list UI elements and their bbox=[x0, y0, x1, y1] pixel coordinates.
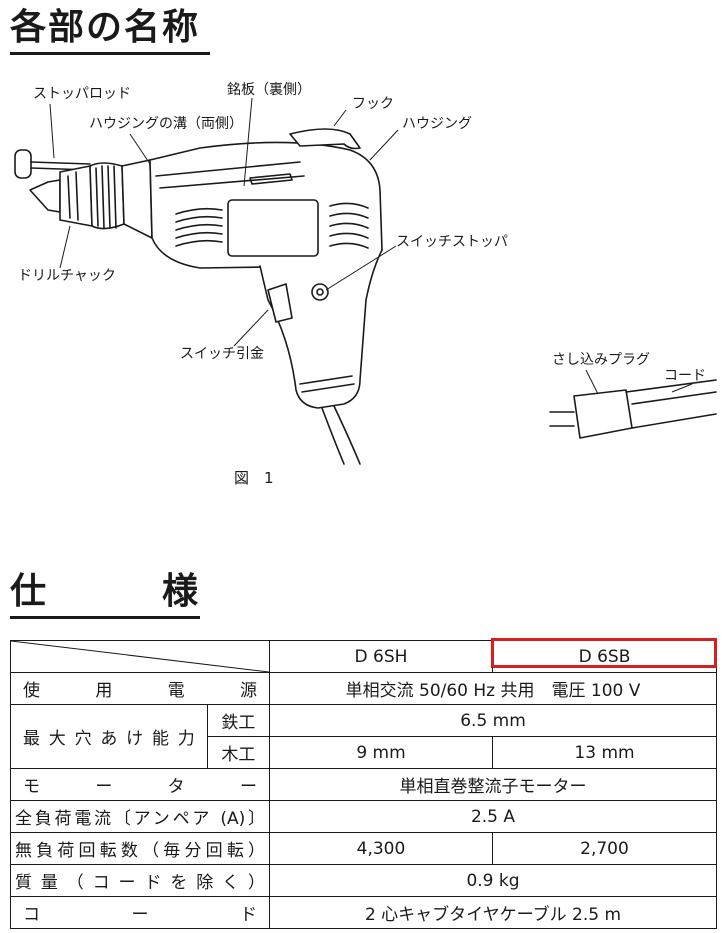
value-steel: 6.5 mm bbox=[269, 704, 717, 737]
section-title-names: 各部の名称 bbox=[10, 6, 210, 55]
value-power: 単相交流 50/60 Hz 共用 電圧 100 V bbox=[269, 672, 717, 705]
row-label-current: 全負荷電流〔アンペア (A)〕 bbox=[10, 800, 270, 833]
value-wood: 9 mm bbox=[269, 736, 493, 769]
row-label-motor: モーター bbox=[10, 768, 270, 801]
table-row: コード 2 心キャブタイヤケーブル 2.5 m bbox=[10, 896, 717, 929]
label-drill-chuck: ドリルチャック bbox=[18, 268, 116, 284]
value-wood: 13 mm bbox=[491, 736, 718, 769]
section-title-specs: 仕 様 bbox=[10, 570, 200, 619]
highlight-box bbox=[491, 638, 717, 668]
value-speed: 2,700 bbox=[491, 832, 718, 865]
value-speed: 4,300 bbox=[269, 832, 493, 865]
value-motor: 単相直巻整流子モーター bbox=[269, 768, 717, 801]
sub-label-steel: 鉄工 bbox=[206, 704, 271, 737]
label-housing-groove: ハウジングの溝（両側） bbox=[89, 116, 243, 132]
spec-table: D 6SH D 6SB 使用電源 単相交流 50/60 Hz 共用 電圧 100… bbox=[10, 640, 718, 929]
label-housing: ハウジング bbox=[402, 116, 472, 132]
table-row: 全負荷電流〔アンペア (A)〕 2.5 A bbox=[10, 800, 717, 833]
label-plug: さし込みプラグ bbox=[552, 352, 650, 368]
table-row: 最大穴あけ能力 鉄工 6.5 mm bbox=[10, 704, 717, 769]
label-switch-stopper: スイッチストッパ bbox=[396, 234, 508, 250]
value-mass: 0.9 kg bbox=[269, 864, 717, 897]
table-row: 無負荷回転数（毎分回転） 4,300 2,700 bbox=[10, 832, 718, 865]
row-label-speed: 無負荷回転数（毎分回転） bbox=[10, 832, 270, 865]
table-row: 質量（コードを除く） 0.9 kg bbox=[10, 864, 717, 897]
section-title-char: 様 bbox=[161, 571, 200, 612]
row-label-capacity: 最大穴あけ能力 bbox=[10, 704, 208, 769]
sub-label-wood: 木工 bbox=[206, 736, 271, 769]
label-hook: フック bbox=[352, 96, 394, 112]
row-label-power: 使用電源 bbox=[10, 672, 270, 705]
drill-illustration bbox=[14, 97, 717, 465]
diagonal-line bbox=[11, 641, 269, 672]
value-current: 2.5 A bbox=[269, 800, 717, 833]
label-switch-trigger: スイッチ引金 bbox=[180, 346, 264, 362]
table-row: 使用電源 単相交流 50/60 Hz 共用 電圧 100 V bbox=[10, 672, 717, 705]
figure-caption: 図 1 bbox=[234, 469, 274, 487]
value-cord: 2 心キャブタイヤケーブル 2.5 m bbox=[269, 896, 717, 929]
label-nameplate: 銘板（裏側） bbox=[227, 82, 311, 98]
section-title-char: 仕 bbox=[10, 571, 49, 612]
model-header: D 6SH bbox=[269, 640, 493, 673]
row-label-cord: コード bbox=[10, 896, 270, 929]
header-corner-cell bbox=[10, 640, 270, 673]
row-label-mass: 質量（コードを除く） bbox=[10, 864, 270, 897]
label-stop-rod: ストッパロッド bbox=[33, 86, 131, 102]
label-cord: コード bbox=[664, 368, 706, 384]
table-row: モーター 単相直巻整流子モーター bbox=[10, 768, 717, 801]
